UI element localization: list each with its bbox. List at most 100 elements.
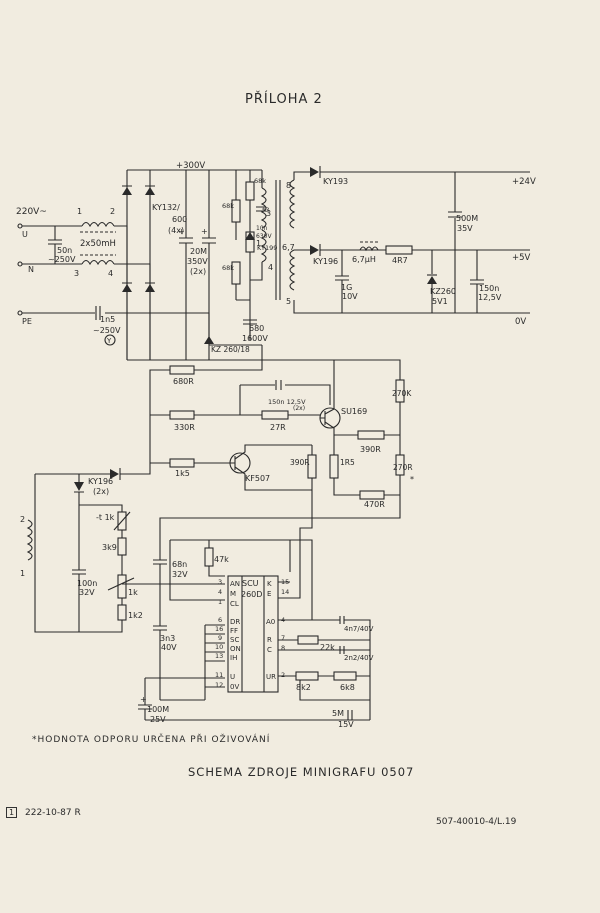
- svg-text:1G: 1G: [341, 283, 352, 292]
- svg-text:150n 12,5V: 150n 12,5V: [268, 398, 306, 406]
- svg-text:100n: 100n: [77, 579, 97, 588]
- output-24v: KY193 +24V 500M 35V: [293, 166, 536, 314]
- svg-text:2n2/40V: 2n2/40V: [344, 654, 374, 662]
- svg-text:IH: IH: [230, 654, 237, 662]
- svg-text:R: R: [267, 636, 272, 644]
- svg-text:270K: 270K: [392, 389, 412, 398]
- svg-text:E: E: [267, 590, 271, 598]
- svg-text:15V: 15V: [338, 720, 354, 729]
- svg-text:47k: 47k: [214, 555, 229, 564]
- svg-text:ON: ON: [230, 645, 241, 653]
- svg-text:25V: 25V: [150, 715, 166, 724]
- svg-text:KY196: KY196: [313, 257, 338, 266]
- svg-text:3: 3: [74, 269, 79, 278]
- svg-text:N: N: [28, 265, 34, 274]
- svg-text:470R: 470R: [364, 500, 385, 509]
- svg-text:KF507: KF507: [245, 474, 270, 483]
- svg-text:(2x): (2x): [93, 487, 109, 496]
- svg-text:3n3: 3n3: [160, 634, 175, 643]
- svg-text:270R: 270R: [393, 463, 413, 472]
- svg-text:KY196: KY196: [88, 477, 113, 486]
- svg-text:KY193: KY193: [323, 177, 348, 186]
- svg-text:16: 16: [215, 625, 223, 633]
- schematic-caption: SCHEMA ZDROJE MINIGRAFU 0507: [188, 765, 415, 779]
- svg-text:+300V: +300V: [176, 161, 205, 171]
- svg-text:1: 1: [256, 239, 261, 248]
- svg-text:1k: 1k: [128, 588, 138, 597]
- svg-text:KY132/: KY132/: [152, 203, 180, 212]
- svg-text:SC: SC: [230, 636, 239, 644]
- svg-text:10V: 10V: [342, 292, 358, 301]
- svg-text:(2x): (2x): [293, 405, 305, 412]
- page-title: PŘÍLOHA 2: [245, 92, 323, 107]
- svg-text:M: M: [230, 590, 236, 598]
- svg-text:~250V: ~250V: [48, 255, 76, 264]
- svg-text:11: 11: [215, 671, 223, 679]
- svg-text:5: 5: [286, 297, 291, 306]
- svg-text:50n: 50n: [57, 246, 72, 255]
- svg-text:4: 4: [108, 269, 113, 278]
- svg-text:6,7µH: 6,7µH: [352, 255, 376, 264]
- svg-text:U: U: [22, 230, 28, 239]
- svg-text:SU169: SU169: [341, 407, 367, 416]
- svg-text:35V: 35V: [457, 224, 473, 233]
- svg-text:+: +: [201, 227, 208, 236]
- svg-text:9: 9: [218, 634, 222, 642]
- svg-text:PE: PE: [22, 317, 32, 326]
- common-mode-choke: 2x50mH: [80, 221, 116, 266]
- svg-text:SCU: SCU: [242, 579, 259, 588]
- svg-text:C: C: [267, 646, 272, 654]
- svg-text:2x50mH: 2x50mH: [80, 239, 116, 249]
- svg-text:12,5V: 12,5V: [478, 293, 502, 302]
- svg-text:2: 2: [110, 207, 115, 216]
- svg-text:40V: 40V: [161, 643, 177, 652]
- svg-text:500M: 500M: [456, 214, 478, 223]
- svg-text:390R: 390R: [360, 445, 381, 454]
- svg-text:6: 6: [218, 616, 222, 624]
- svg-text:32V: 32V: [79, 588, 95, 597]
- svg-text:4: 4: [268, 263, 273, 272]
- svg-text:22k: 22k: [320, 643, 335, 652]
- svg-text:6,7: 6,7: [282, 243, 295, 252]
- svg-text:1: 1: [20, 569, 25, 578]
- svg-text:3: 3: [218, 578, 222, 586]
- svg-text:3: 3: [266, 209, 271, 218]
- bridge-rectifier: +300V KY132/ 600 (4x): [122, 161, 262, 361]
- svg-text:260D: 260D: [241, 590, 262, 599]
- svg-text:1k5: 1k5: [175, 469, 190, 478]
- svg-text:-t 1k: -t 1k: [96, 513, 115, 522]
- svg-text:CL: CL: [230, 600, 239, 608]
- svg-text:A0: A0: [266, 618, 275, 626]
- svg-text:+24V: +24V: [512, 177, 536, 187]
- y-capacitor: 1n5 ~250V Y: [93, 306, 121, 346]
- svg-text:8: 8: [281, 644, 285, 652]
- svg-text:14: 14: [281, 588, 289, 596]
- svg-text:150n: 150n: [479, 284, 499, 293]
- svg-text:68k: 68k: [222, 264, 234, 272]
- svg-text:330R: 330R: [174, 423, 195, 432]
- svg-text:U: U: [230, 673, 235, 681]
- svg-text:1n5: 1n5: [100, 315, 115, 324]
- snubber-network: 68k 68k 68k 10n 630V KY199 *3 680 1600V …: [204, 170, 277, 354]
- svg-text:2: 2: [20, 515, 25, 524]
- svg-text:390R: 390R: [290, 458, 310, 467]
- svg-text:13: 13: [215, 652, 223, 660]
- svg-text:680R: 680R: [173, 377, 194, 386]
- svg-text:KY199: KY199: [257, 244, 277, 252]
- footnote: *HODNOTA ODPORU URČENA PŘI OŽIVOVÁNÍ: [32, 735, 271, 745]
- svg-text:AN: AN: [230, 580, 240, 588]
- svg-text:0V: 0V: [230, 683, 239, 691]
- svg-text:600: 600: [172, 215, 187, 224]
- svg-text:4n7/40V: 4n7/40V: [344, 625, 374, 633]
- svg-text:(4x): (4x): [168, 226, 184, 235]
- svg-text:UR: UR: [266, 673, 276, 681]
- svg-text:5M: 5M: [332, 709, 344, 718]
- x-capacitor: 50n ~250V: [48, 226, 76, 264]
- svg-text:10n: 10n: [256, 225, 268, 232]
- svg-text:1600V: 1600V: [242, 334, 268, 343]
- svg-text:7: 7: [281, 634, 285, 642]
- svg-text:68k: 68k: [222, 202, 234, 210]
- driver-stage: 680R 330R 1k5 270K 270R * 150n 12,5V (2x…: [149, 345, 414, 528]
